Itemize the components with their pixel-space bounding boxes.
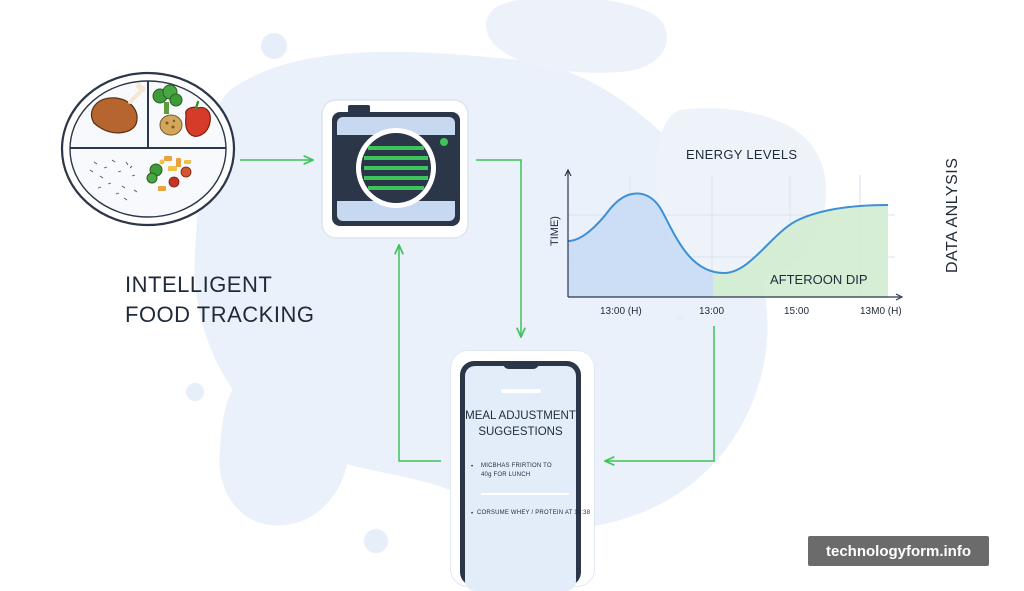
x-tick-4: 13M0 (H) (860, 306, 902, 317)
x-axis-arrow (895, 293, 904, 301)
phone-status-bar (501, 389, 541, 393)
phone-divider (481, 493, 569, 495)
watermark: technologyform.info (808, 536, 989, 566)
camera-icon[interactable] (320, 98, 470, 240)
vegetables-icon (146, 156, 192, 191)
title-line-2: FOOD TRACKING (125, 302, 315, 327)
pepper-icon (185, 100, 211, 137)
data-analysis-label: DATA ANLYSIS (944, 157, 961, 273)
title-line-1: INTELLIGENT (125, 272, 273, 297)
bullet-2: • (471, 511, 474, 517)
suggestion-1-line-1: MICBHAS FRIRTION TO (481, 463, 552, 469)
suggestion-item-2[interactable]: CORSUME WHEY / PROTEIN AT 14:38 (477, 510, 591, 516)
energy-curve (567, 192, 889, 275)
phone-heading-line-1: MEAL ADJUSTMENT (465, 410, 576, 422)
arrow-phone-to-camera (399, 246, 441, 462)
rice-icon (89, 159, 138, 201)
left-blob (219, 370, 349, 526)
phone-heading-line-2: SUGGESTIONS (478, 426, 563, 438)
x-tick-3: 15:00 (784, 306, 810, 317)
bubble-1 (261, 33, 287, 59)
arrow-chart-to-phone (606, 326, 715, 461)
bubble-2 (186, 383, 204, 401)
suggestion-1-line-2: 40g FOR LUNCH (481, 472, 531, 478)
suggestion-item-1[interactable]: MICBHAS FRIRTION TO 40g FOR LUNCH (481, 462, 573, 480)
broccoli-icon (152, 84, 183, 114)
top-blob (486, 0, 667, 73)
bubble-4 (676, 314, 684, 322)
bullet-1: • (471, 464, 474, 470)
plate-icon (60, 71, 236, 227)
arrow-camera-to-phone (476, 159, 521, 336)
flow-arrows (240, 0, 715, 576)
phone-heading: MEAL ADJUSTMENT SUGGESTIONS (465, 408, 576, 440)
drumstick-icon (90, 83, 146, 134)
smartphone-icon[interactable]: MEAL ADJUSTMENT SUGGESTIONS • MICBHAS FR… (450, 350, 595, 591)
phone-notch (503, 361, 539, 369)
phone-screen (465, 366, 576, 591)
energy-chart (564, 168, 904, 301)
main-title: INTELLIGENT FOOD TRACKING (125, 270, 314, 330)
x-tick-2: 13:00 (699, 306, 725, 317)
bubble-3 (364, 529, 388, 553)
x-tick-1: 13:00 (H) (600, 306, 642, 317)
afternoon-dip-label: AFTEROON DIP (770, 272, 868, 287)
chart-title: ENERGY LEVELS (686, 147, 798, 162)
y-axis-arrow (564, 168, 572, 177)
